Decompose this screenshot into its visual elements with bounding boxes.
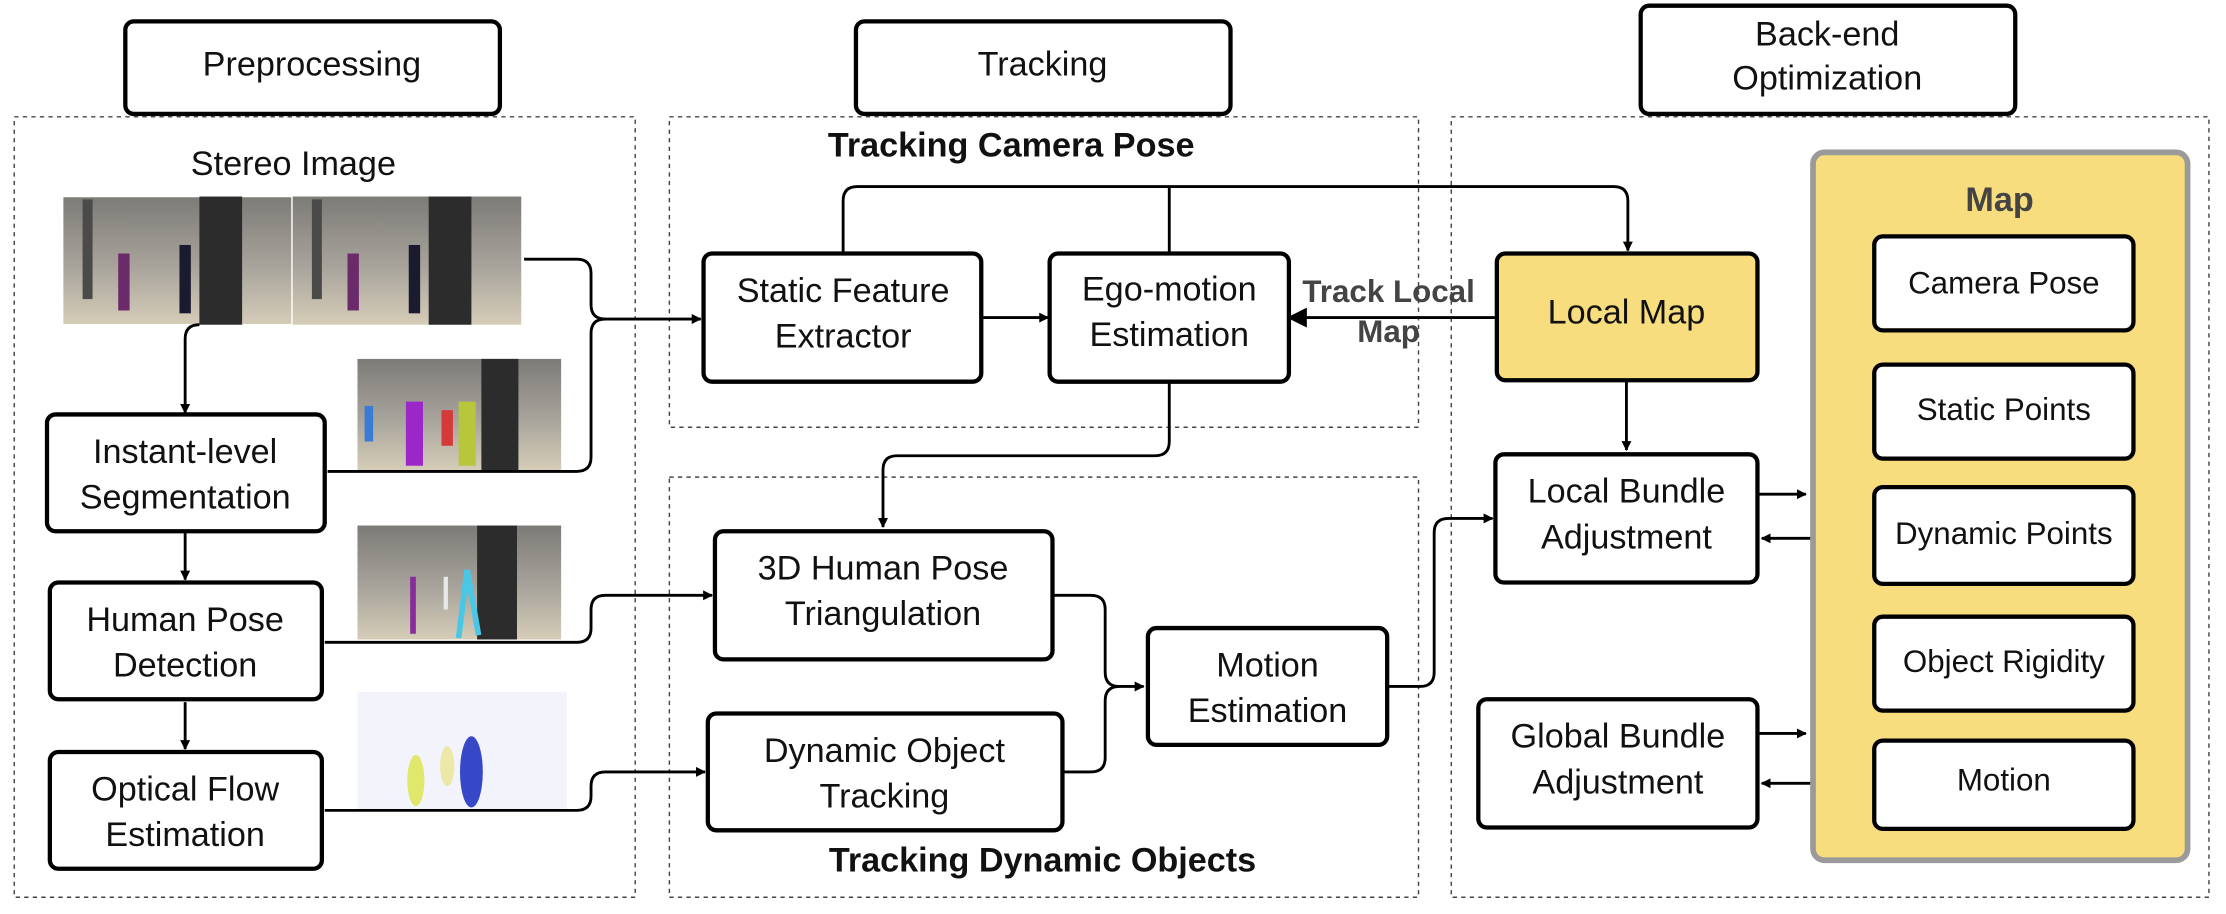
track-local-map-label: Track Local Map [1302,274,1474,349]
edge-motion-to-localba [1387,513,1494,688]
ego-motion-node: Ego-motion Estimation [1047,251,1292,384]
map-item-motion [1872,738,2136,832]
track-local-map-label-2: Map [1357,314,1420,349]
edge-stereo-to-static [524,257,702,325]
global-ba-label-2: Adjustment [1532,763,1703,801]
edge-stereo-to-segmentation [180,323,200,415]
edge-seg-to-static [327,317,606,473]
local-ba-node: Local Bundle Adjustment [1493,452,1760,585]
static-feature-label-1: Static Feature [737,272,950,310]
motion-estimation-label-1: Motion [1216,646,1319,684]
backend-header-label-1: Back-end [1755,16,1899,54]
map-item-object-rigidity-label: Object Rigidity [1903,644,2105,679]
backend-region [1450,116,2210,898]
motion-estimation-node: Motion Estimation [1145,625,1390,747]
human-pose-detection-label-2: Detection [113,646,257,684]
map-item-camera-pose [1872,234,2136,333]
human-pose-triangulation-label-1: 3D Human Pose [758,550,1009,588]
local-map-node: Local Map [1494,251,1760,383]
edge-pose-to-triangulation [324,590,714,644]
segmentation-node: Instant-level Segmentation [44,412,327,534]
global-ba-label-1: Global Bundle [1511,718,1726,756]
stereo-image-caption: Stereo Image [191,145,396,183]
stereo-image [61,195,522,326]
edge-static-to-localmap [841,185,1633,254]
edge-dyntracking-to-motion [1062,685,1120,774]
map-item-camera-pose-label: Camera Pose [1908,265,2100,300]
optical-flow-label-2: Estimation [105,816,265,854]
map-panel-title: Map [1965,181,2033,219]
map-panel: Map Camera Pose Static Points Dynamic Po… [1810,149,2191,864]
map-item-static-points-label: Static Points [1917,392,2091,427]
preprocessing-header: Preprocessing [123,19,503,117]
tracking-dynamic-objects-caption: Tracking Dynamic Objects [829,842,1256,880]
preprocessing-header-label: Preprocessing [203,45,421,83]
global-ba-node: Global Bundle Adjustment [1476,697,1760,830]
backend-header-label-2: Optimization [1732,60,1922,98]
edge-ego-to-triangulation [878,381,1171,528]
dynamic-tracking-label-1: Dynamic Object [764,732,1006,770]
human-pose-detection-label-1: Human Pose [86,601,284,639]
optical-flow-node: Optical Flow Estimation [47,749,325,871]
map-item-static-points [1872,362,2136,461]
edge-flow-to-dyntracking [324,766,706,812]
human-pose-triangulation-node: 3D Human Pose Triangulation [712,529,1055,662]
pose-keypoints [357,525,562,640]
map-item-object-rigidity [1872,614,2136,713]
dynamic-tracking-node: Dynamic Object Tracking [705,711,1065,833]
local-map-label: Local Map [1548,293,1706,331]
static-feature-node: Static Feature Extractor [701,251,984,384]
ego-motion-label-2: Estimation [1090,316,1250,354]
tracking-camera-pose-caption: Tracking Camera Pose [828,127,1195,165]
segmentation-mask [357,358,562,470]
ego-motion-label-1: Ego-motion [1082,271,1257,309]
map-item-motion-label: Motion [1957,762,2051,797]
optical-flow-label-1: Optical Flow [91,770,279,808]
map-item-dynamic-points [1872,484,2136,587]
map-item-dynamic-points-label: Dynamic Points [1895,516,2113,551]
local-ba-label-1: Local Bundle [1528,473,1726,511]
dynamic-tracking-label-2: Tracking [820,778,950,816]
tracking-header: Tracking [853,19,1233,117]
human-pose-detection-node: Human Pose Detection [47,580,325,702]
tracking-header-label: Tracking [978,45,1108,83]
motion-estimation-label-2: Estimation [1188,692,1348,730]
optical-flow [357,692,567,811]
edge-triangulation-to-motion [1052,593,1145,692]
static-feature-label-2: Extractor [775,318,912,356]
human-pose-triangulation-label-2: Triangulation [785,595,981,633]
local-ba-label-2: Adjustment [1541,518,1712,556]
preprocessing-region [13,116,636,898]
segmentation-label-2: Segmentation [80,478,291,516]
track-local-map-label-1: Track Local [1302,274,1474,309]
segmentation-label-1: Instant-level [93,433,277,471]
backend-header: Back-end Optimization [1638,3,2018,117]
